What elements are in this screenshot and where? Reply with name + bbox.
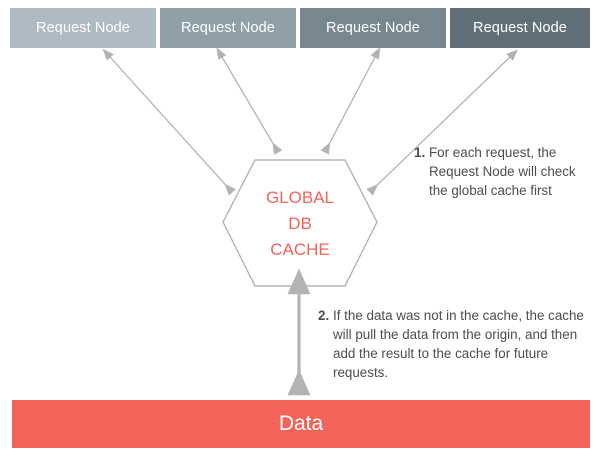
- arrow-node1-to-cache: [102, 48, 236, 196]
- data-store-label: Data: [278, 412, 324, 435]
- global-db-cache-label: GLOBAL DB CACHE: [223, 185, 377, 263]
- request-node-label-2: Request Node: [181, 20, 275, 36]
- hex-label-line-3: CACHE: [270, 240, 330, 259]
- callout-step-2: 2. If the data was not in the cache, the…: [318, 306, 593, 382]
- request-node-label-3: Request Node: [326, 20, 420, 36]
- hex-label-line-1: GLOBAL: [265, 188, 335, 207]
- hex-label-line-2: DB: [288, 214, 312, 233]
- callout-step-1-text: For each request, the Request Node will …: [429, 145, 576, 198]
- callout-step-1-number: 1.: [414, 145, 426, 160]
- callout-step-2-text: If the data was not in the cache, the ca…: [333, 308, 584, 380]
- request-node-label-1: Request Node: [36, 20, 130, 36]
- request-node-box-1[interactable]: Request Node: [10, 8, 156, 48]
- request-node-box-2[interactable]: Request Node: [160, 8, 296, 48]
- callout-step-2-number: 2.: [318, 308, 330, 323]
- request-node-box-3[interactable]: Request Node: [300, 8, 446, 48]
- request-node-label-4: Request Node: [473, 20, 567, 36]
- callout-step-1: 1. For each request, the Request Node wi…: [414, 143, 594, 200]
- arrow-node3-to-cache: [320, 47, 381, 155]
- arrow-node2-to-cache: [216, 47, 283, 155]
- request-node-box-4[interactable]: Request Node: [450, 8, 590, 48]
- data-store-bar[interactable]: Data: [12, 400, 590, 448]
